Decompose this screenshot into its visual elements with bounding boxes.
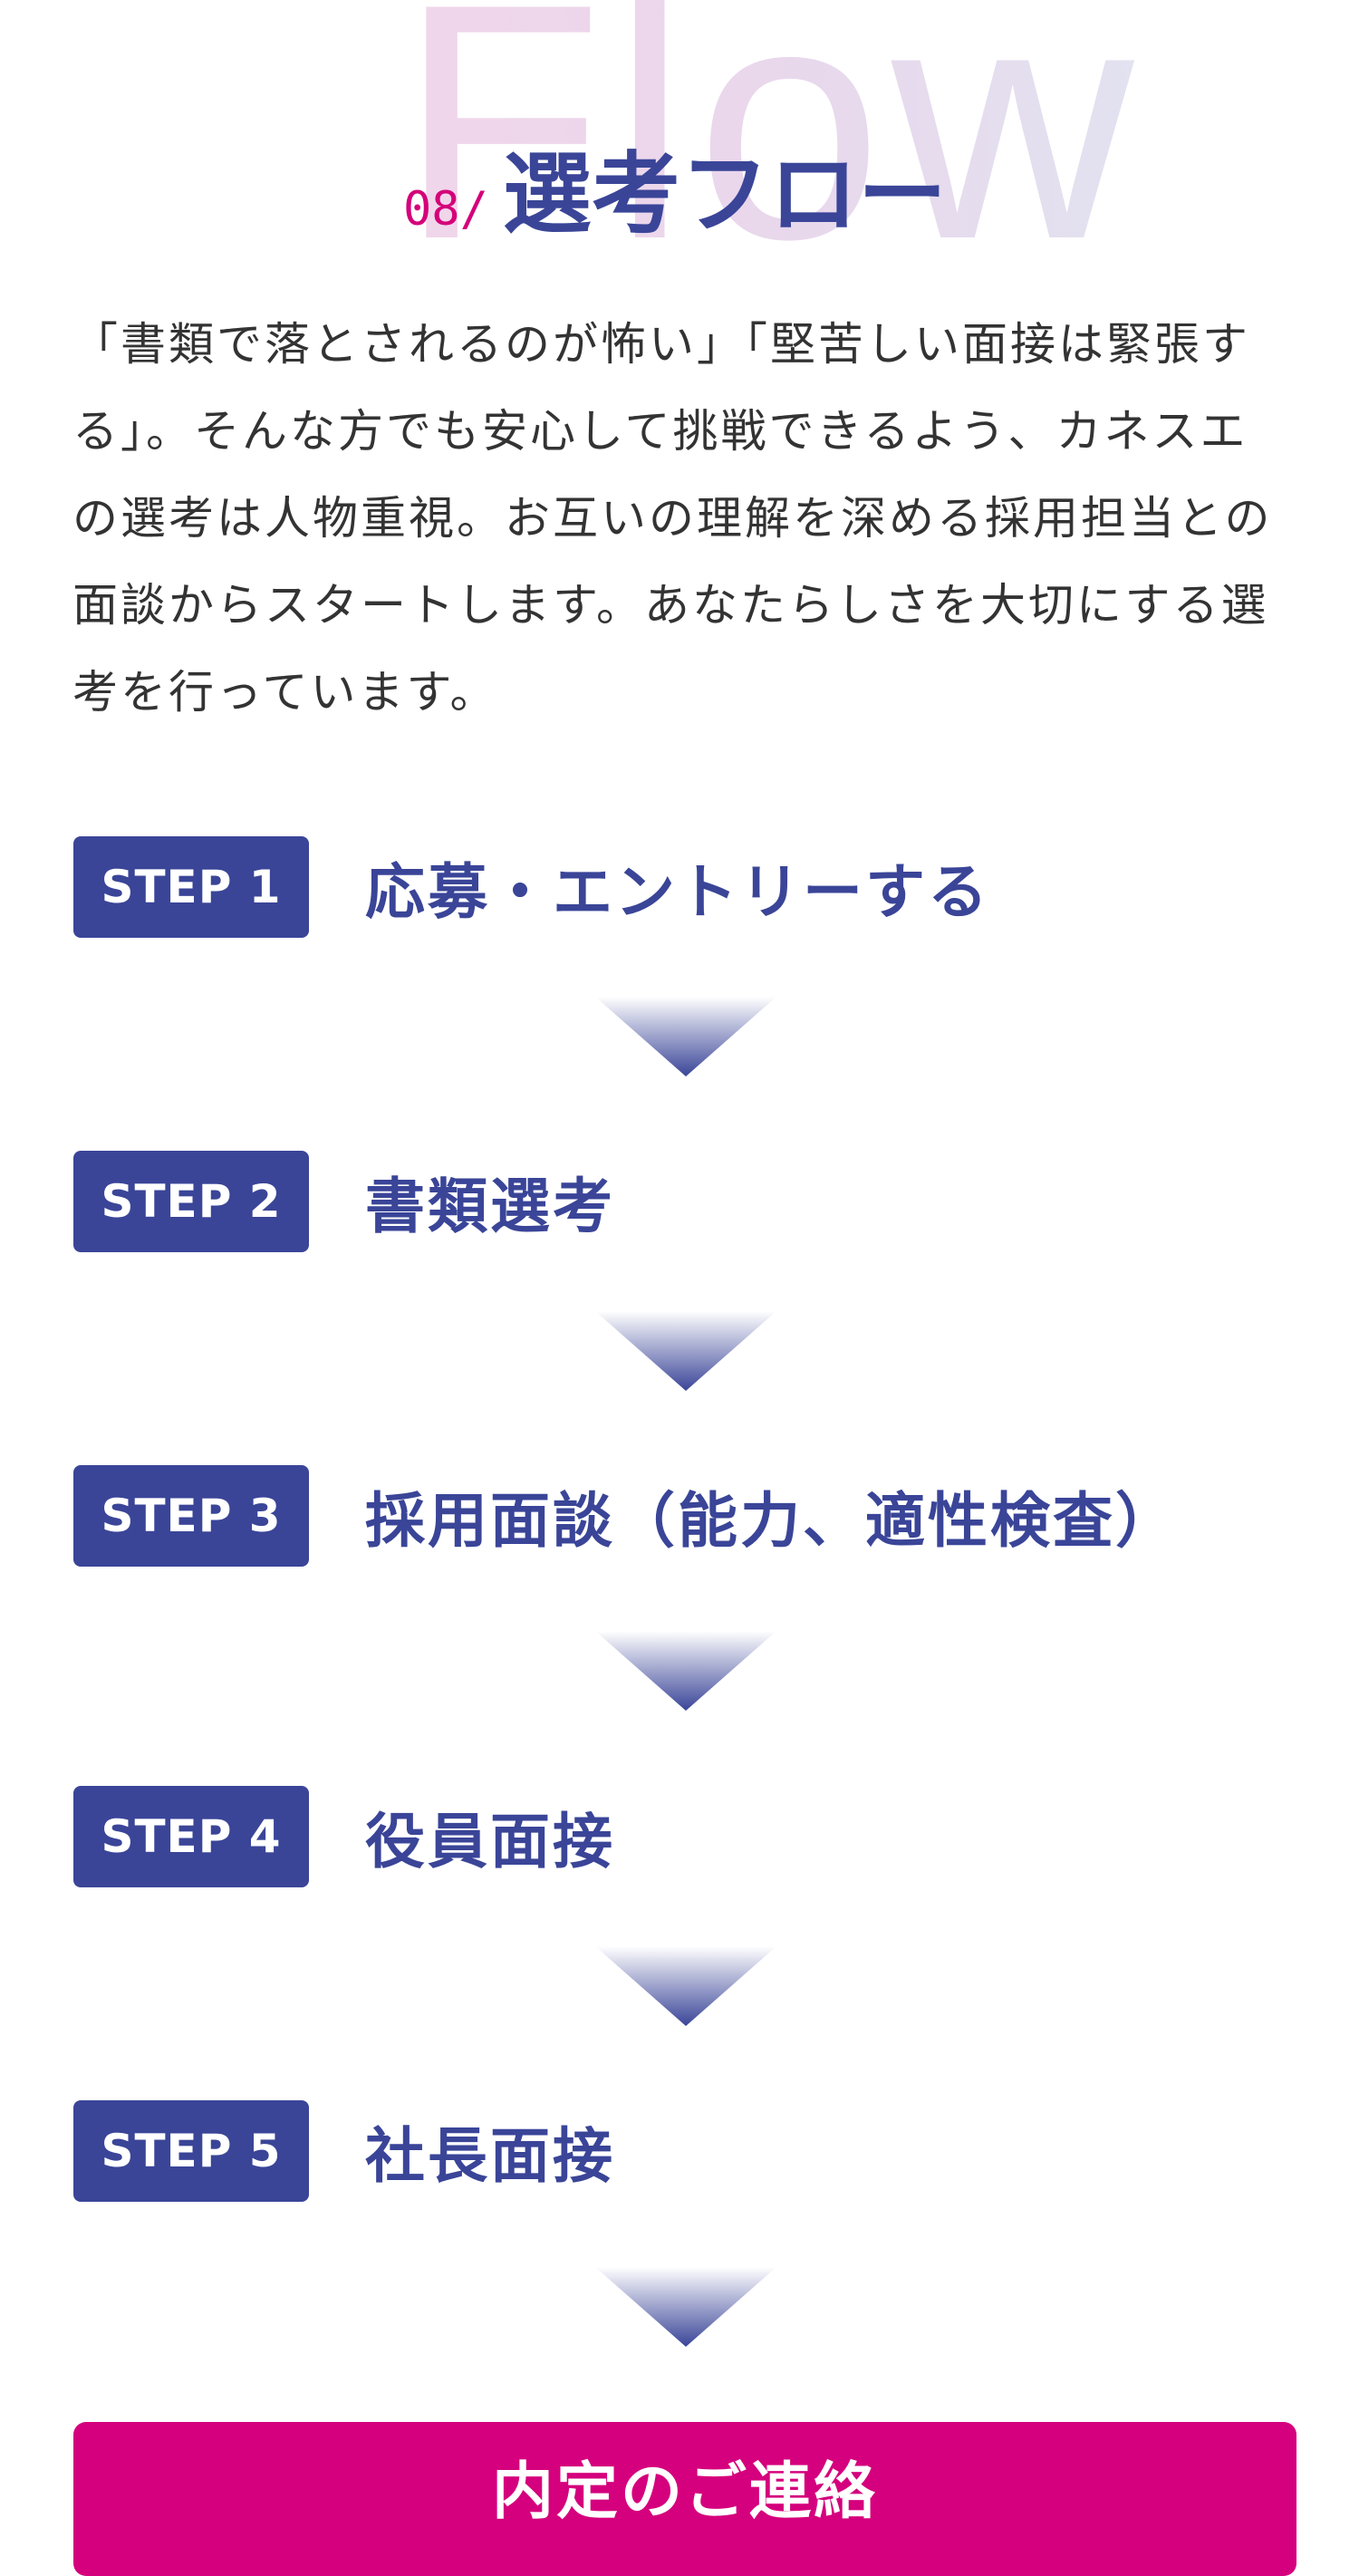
step-label: 採用面談（能力、適性検査）: [365, 1486, 1178, 1556]
step-label: 書類選考: [365, 1172, 615, 1241]
step-badge: STEP 1: [73, 836, 309, 938]
intro-paragraph: 「書類で落とされるのが怖い」「堅苦しい面接は緊張する」。そんな方でも安心して挑戦…: [72, 318, 1273, 719]
step-label: 役員面接: [365, 1807, 615, 1877]
section-heading: 08/ 選考フロー: [403, 122, 947, 251]
down-arrow-icon: [595, 1631, 776, 1711]
down-arrow-icon: [595, 1946, 776, 2026]
step-2: STEP 2 書類選考: [73, 1151, 1324, 1252]
step-4: STEP 4 役員面接: [73, 1786, 1324, 1887]
step-badge: STEP 4: [73, 1786, 309, 1887]
step-badge: STEP 3: [73, 1465, 309, 1567]
step-3: STEP 3 採用面談（能力、適性検査）: [73, 1465, 1324, 1567]
step-badge: STEP 2: [73, 1151, 309, 1252]
step-label: 応募・エントリーする: [365, 857, 990, 927]
down-arrow-icon: [595, 1311, 776, 1391]
down-arrow-icon: [595, 2267, 776, 2347]
step-5: STEP 5 社長面接: [73, 2100, 1324, 2202]
step-label: 社長面接: [365, 2121, 615, 2191]
down-arrow-icon: [595, 997, 776, 1076]
final-step-offer: 内定のご連絡: [73, 2422, 1296, 2576]
step-1: STEP 1 応募・エントリーする: [73, 836, 1324, 938]
section-number: 08/: [403, 182, 488, 236]
section-title: 選考フロー: [502, 143, 947, 246]
flow-background-word: Flow: [399, 0, 1142, 290]
step-badge: STEP 5: [73, 2100, 309, 2202]
